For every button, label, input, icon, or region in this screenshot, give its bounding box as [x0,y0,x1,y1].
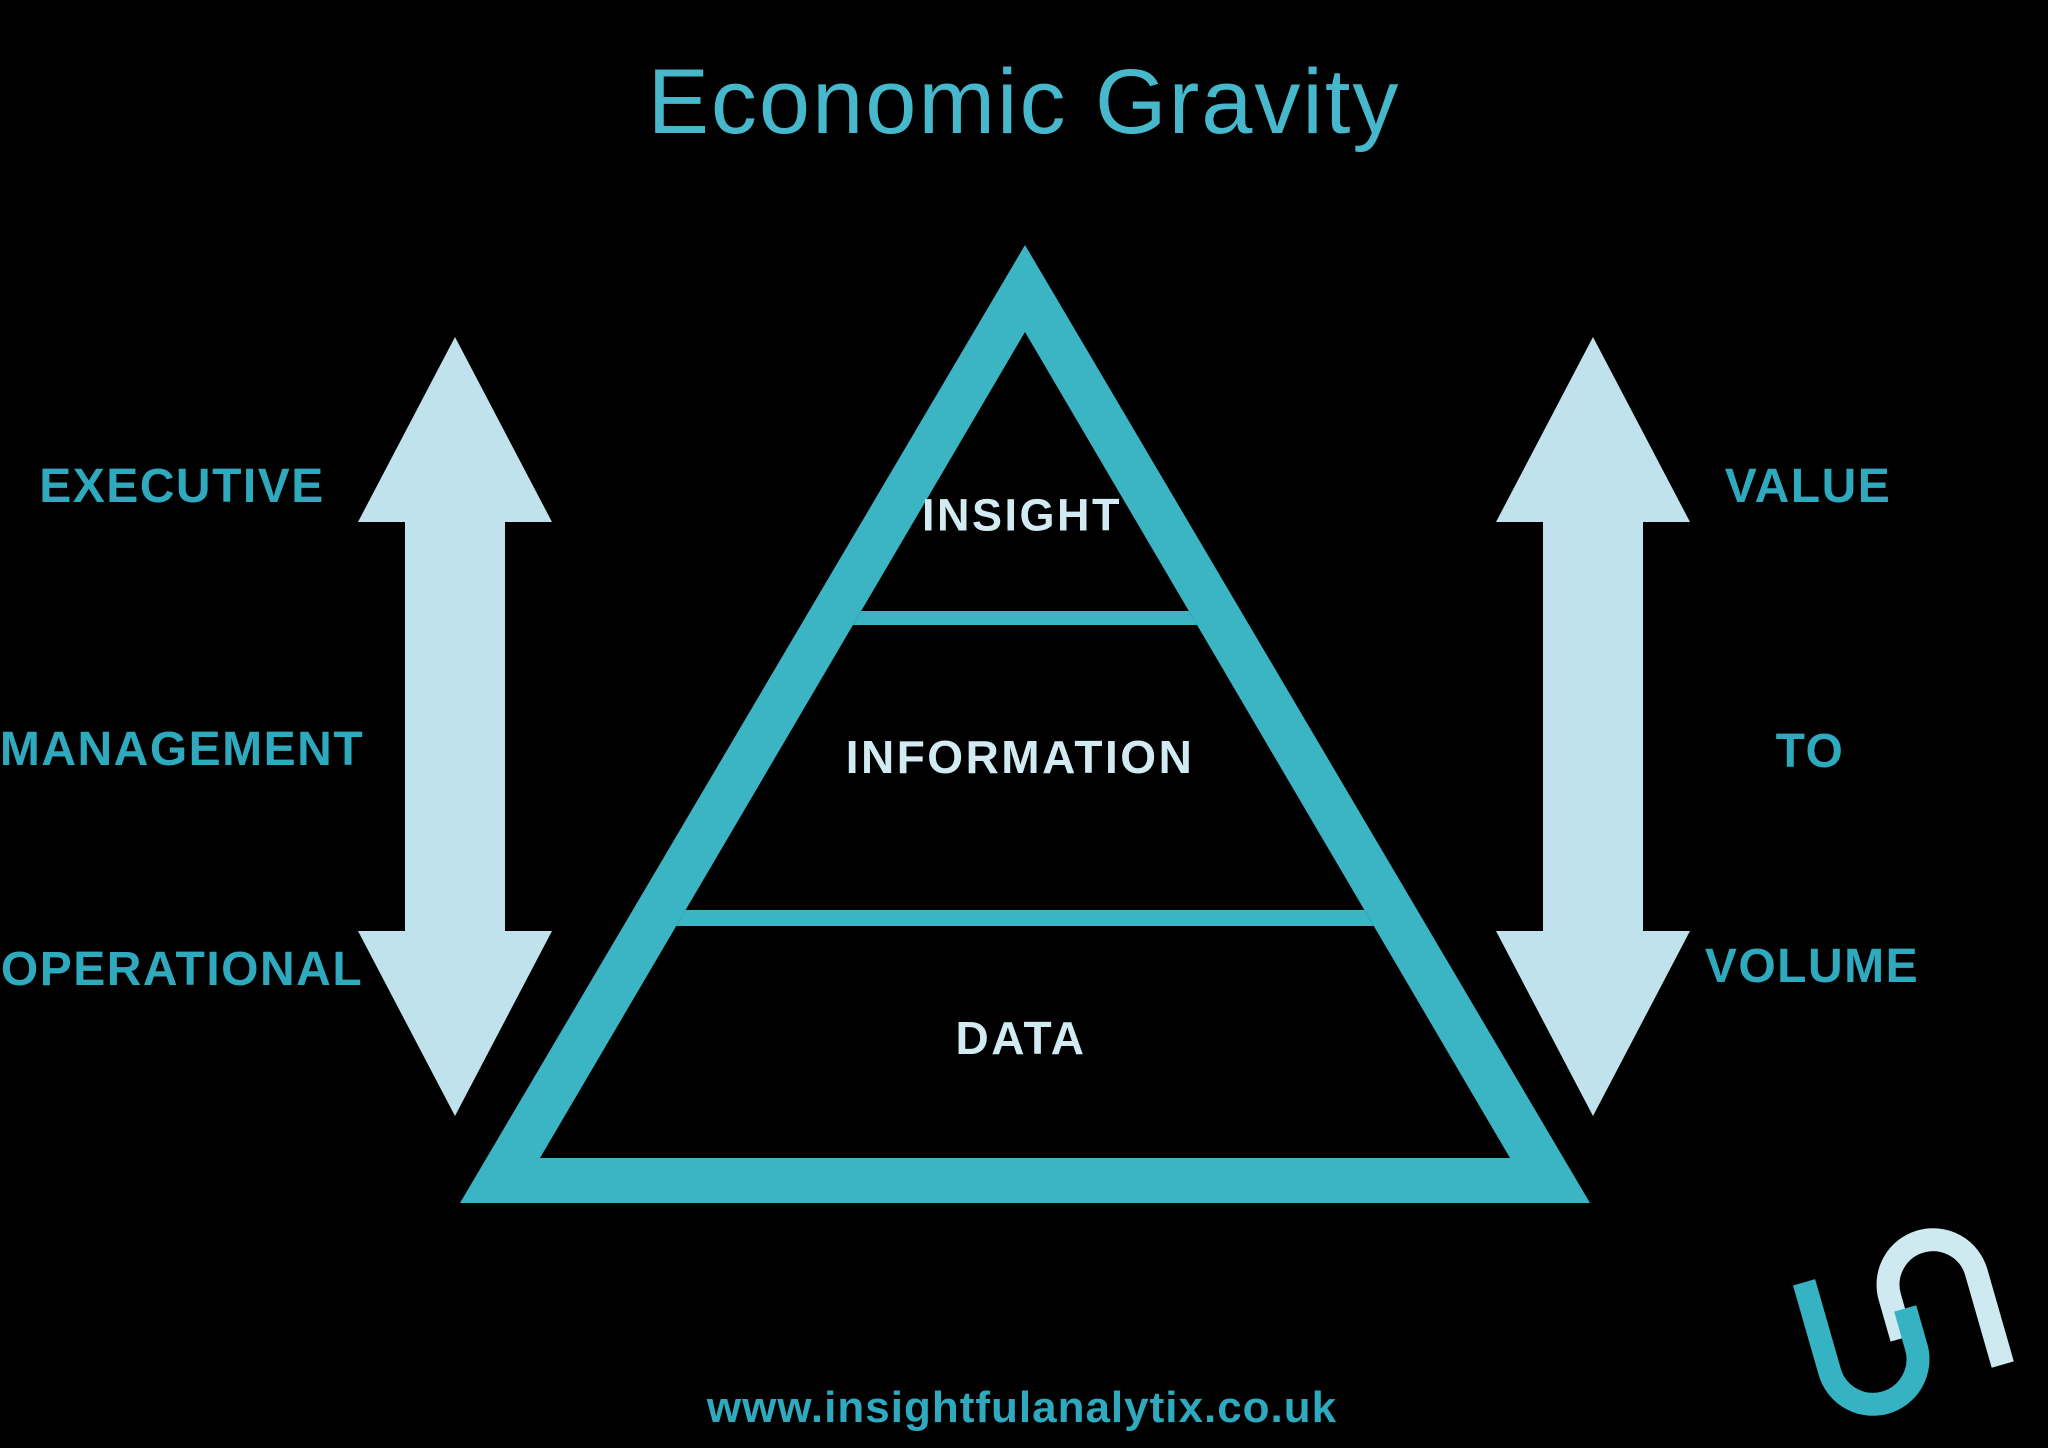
layer-label-data: DATA [955,1012,1087,1064]
left-axis-label-operational: OPERATIONAL [0,943,364,996]
insightful-analytix-logo [1793,1228,2014,1416]
logo-teal-link-icon [1793,1279,1930,1416]
website-url: www.insightfulanalytix.co.uk [706,1383,1338,1432]
pyramid-interior [540,332,1510,1158]
pyramid-divider-top [540,611,1510,625]
right-double-arrow-icon [1496,337,1690,1116]
layer-label-information: INFORMATION [845,731,1195,783]
page-title: Economic Gravity [647,51,1401,153]
layer-label-insight: INSIGHT [921,489,1123,541]
right-axis-label-volume: VOLUME [1704,940,1920,993]
left-axis-label-executive: EXECUTIVE [39,460,325,513]
logo-pale-link-icon [1876,1228,2014,1368]
left-axis-label-management: MANAGEMENT [0,723,365,776]
left-double-arrow-icon [358,337,552,1116]
right-axis-label-value: VALUE [1724,460,1892,513]
pyramid-divider-bottom [540,910,1510,926]
right-axis-label-to: TO [1775,725,1845,778]
